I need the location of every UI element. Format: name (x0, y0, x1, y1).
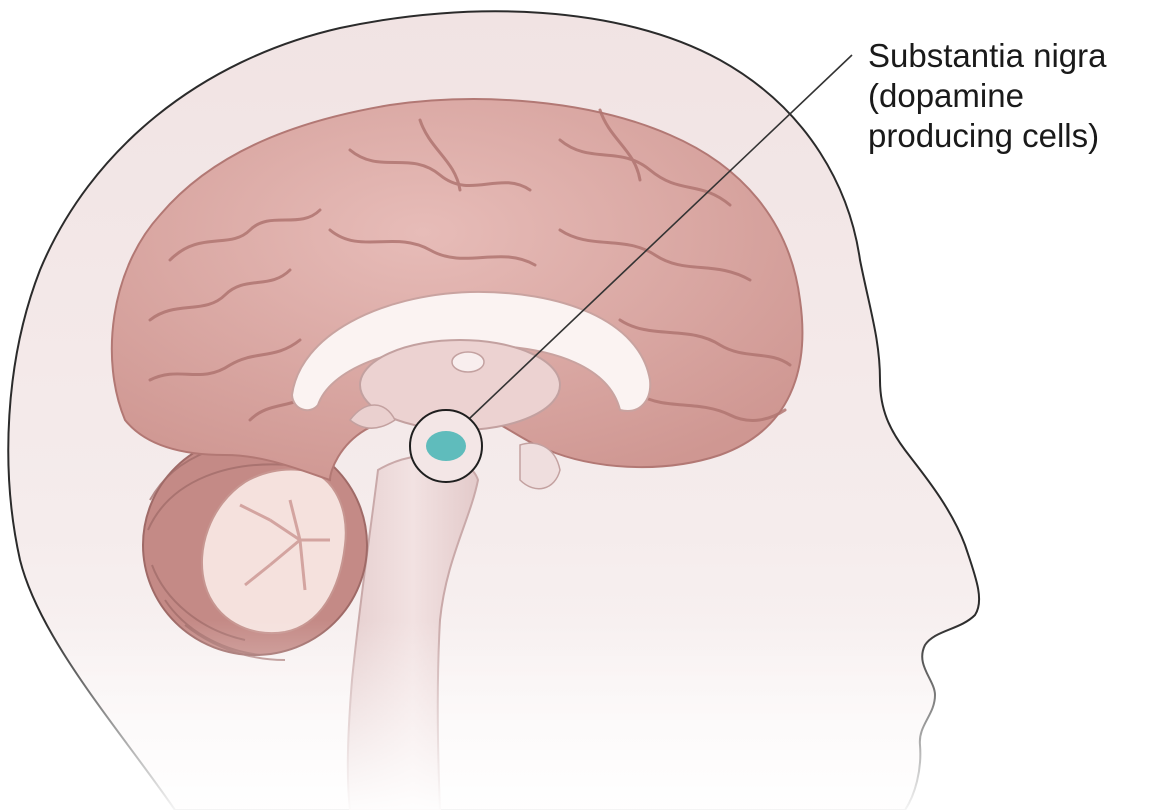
label-line-2: (dopamine (868, 76, 1107, 116)
label-line-3: producing cells) (868, 116, 1107, 156)
substantia-nigra-label: Substantia nigra (dopamine producing cel… (868, 36, 1107, 156)
bottom-fade (0, 620, 1151, 810)
substantia-nigra-highlight (410, 410, 482, 482)
label-line-1: Substantia nigra (868, 36, 1107, 76)
